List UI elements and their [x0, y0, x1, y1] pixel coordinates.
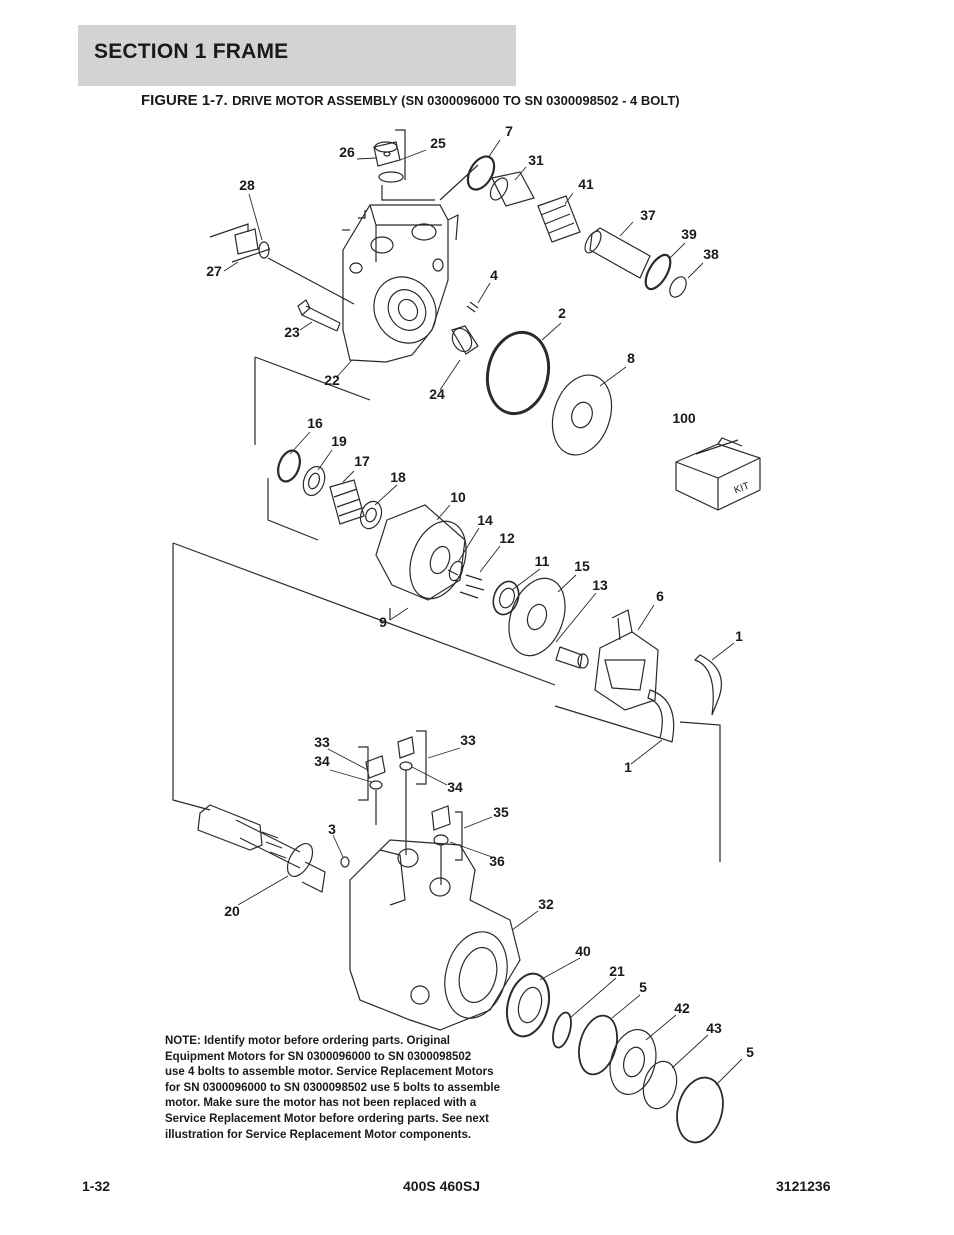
callout-33-right: 33 — [460, 732, 476, 748]
callout-38: 38 — [703, 246, 719, 262]
leader-lines — [223, 139, 743, 1086]
footer-page-number: 1-32 — [82, 1178, 111, 1194]
callout-1-lower: 1 — [624, 759, 632, 775]
callout-14: 14 — [477, 512, 493, 528]
callout-35: 35 — [493, 804, 509, 820]
callout-25: 25 — [430, 135, 446, 151]
callout-8: 8 — [627, 350, 635, 366]
callout-24: 24 — [429, 386, 445, 402]
callout-5-upper: 5 — [639, 979, 647, 995]
callout-18: 18 — [390, 469, 406, 485]
note-line: for SN 0300096000 to SN 0300098502 use 5… — [165, 1081, 500, 1094]
note-line: Equipment Motors for SN 0300096000 to SN… — [165, 1050, 472, 1063]
callout-22: 22 — [324, 372, 340, 388]
footer-doc-number: 3121236 — [776, 1178, 831, 1194]
callout-37: 37 — [640, 207, 656, 223]
callout-3: 3 — [328, 821, 336, 837]
callout-40: 40 — [575, 943, 591, 959]
callout-43: 43 — [706, 1020, 722, 1036]
section-title: SECTION 1 FRAME — [94, 40, 289, 63]
figure-label: FIGURE 1-7. — [141, 92, 228, 109]
callout-31: 31 — [528, 152, 544, 168]
footer-model: 400S 460SJ — [403, 1178, 481, 1194]
callout-16: 16 — [307, 415, 323, 431]
callout-34-right: 34 — [447, 779, 463, 795]
callout-33-left: 33 — [314, 734, 330, 750]
rotating-group — [172, 356, 722, 862]
callout-26: 26 — [339, 144, 355, 160]
ordering-note: NOTE: Identify motor before ordering par… — [165, 1034, 545, 1143]
callout-42: 42 — [674, 1000, 690, 1016]
callout-2: 2 — [558, 305, 566, 321]
callout-17: 17 — [354, 453, 370, 469]
cap-bracket — [342, 185, 435, 231]
callout-7: 7 — [505, 123, 513, 139]
callout-5-lower: 5 — [746, 1044, 754, 1060]
note-line: illustration for Service Replacement Mot… — [165, 1128, 472, 1141]
section-banner: SECTION 1 FRAME — [78, 25, 516, 86]
callout-11: 11 — [534, 553, 550, 569]
callout-28: 28 — [239, 177, 255, 193]
housing-group — [197, 730, 724, 1144]
callout-36: 36 — [489, 853, 505, 869]
callout-39: 39 — [681, 226, 697, 242]
callout-4: 4 — [490, 267, 498, 283]
callout-12: 12 — [499, 530, 515, 546]
callout-20: 20 — [224, 903, 240, 919]
note-line: use 4 bolts to assemble motor. Service R… — [165, 1066, 494, 1079]
kit-box — [675, 437, 761, 511]
figure-caption: DRIVE MOTOR ASSEMBLY (SN 0300096000 TO S… — [232, 93, 680, 108]
callout-19: 19 — [331, 433, 347, 449]
callout-13: 13 — [592, 577, 608, 593]
callout-21: 21 — [609, 963, 625, 979]
figure-title: FIGURE 1-7. DRIVE MOTOR ASSEMBLY (SN 030… — [141, 92, 680, 110]
end-cap-group — [209, 129, 687, 456]
callout-10: 10 — [450, 489, 466, 505]
callout-15: 15 — [574, 558, 590, 574]
callout-41: 41 — [578, 176, 594, 192]
callout-100: 100 — [672, 410, 696, 426]
callout-34-left: 34 — [314, 753, 330, 769]
note-line: motor. Make sure the motor has not been … — [165, 1097, 477, 1110]
callout-23: 23 — [284, 324, 300, 340]
note-line: Service Replacement Motor before orderin… — [165, 1112, 490, 1125]
note-line: NOTE: Identify motor before ordering par… — [165, 1035, 450, 1047]
callout-32: 32 — [538, 896, 554, 912]
callout-27: 27 — [206, 263, 222, 279]
callout-6: 6 — [656, 588, 664, 604]
callout-9: 9 — [379, 614, 387, 630]
callout-1-upper: 1 — [735, 628, 743, 644]
